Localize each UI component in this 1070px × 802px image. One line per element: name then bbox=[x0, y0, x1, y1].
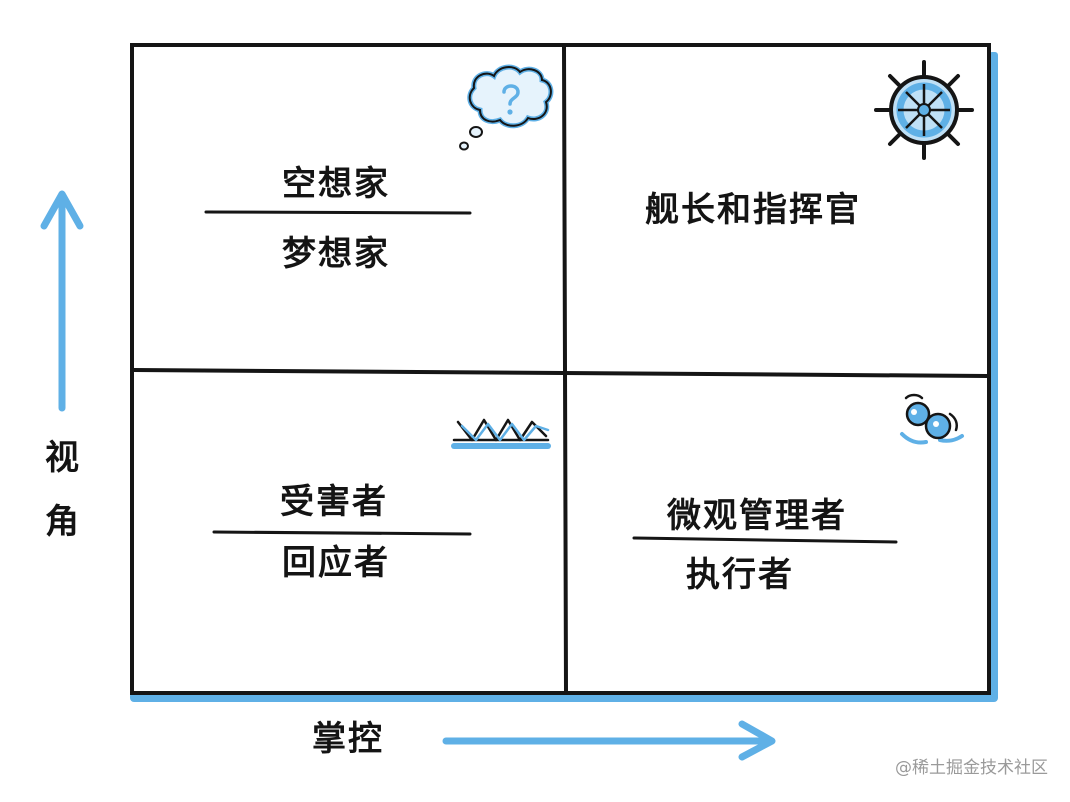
x-axis-arrow bbox=[442, 720, 776, 761]
top-left-secondary-label: 梦想家 bbox=[282, 234, 390, 274]
ship-wheel-icon bbox=[874, 60, 974, 160]
top-left-fraction-line bbox=[204, 210, 472, 215]
grid-outer-border bbox=[130, 43, 991, 695]
grass-hands-icon bbox=[451, 418, 551, 449]
x-axis-label: 掌控 bbox=[312, 719, 384, 759]
watermark: @稀土掘金技术社区 bbox=[895, 758, 1048, 778]
bottom-left-primary-label: 受害者 bbox=[280, 482, 388, 522]
y-axis-label-char-1: 视 bbox=[45, 438, 79, 478]
thought-cloud-question-icon bbox=[459, 64, 554, 151]
y-axis-arrow bbox=[40, 190, 84, 412]
drowning-person-icon bbox=[900, 393, 964, 445]
quadrant-grid bbox=[130, 43, 991, 695]
divider-lines bbox=[204, 210, 898, 544]
top-right-label: 舰长和指挥官 bbox=[645, 190, 861, 230]
bottom-right-secondary-label: 执行者 bbox=[686, 555, 794, 595]
grid-horizontal-divider bbox=[132, 368, 989, 378]
bottom-right-primary-label: 微观管理者 bbox=[667, 496, 847, 536]
bottom-left-secondary-label: 回应者 bbox=[282, 543, 390, 583]
grid-vertical-divider bbox=[562, 45, 568, 693]
top-left-primary-label: 空想家 bbox=[282, 164, 390, 204]
bottom-right-fraction-line bbox=[632, 536, 898, 544]
bottom-left-fraction-line bbox=[212, 530, 472, 536]
y-axis-label-char-2: 角 bbox=[45, 502, 79, 542]
